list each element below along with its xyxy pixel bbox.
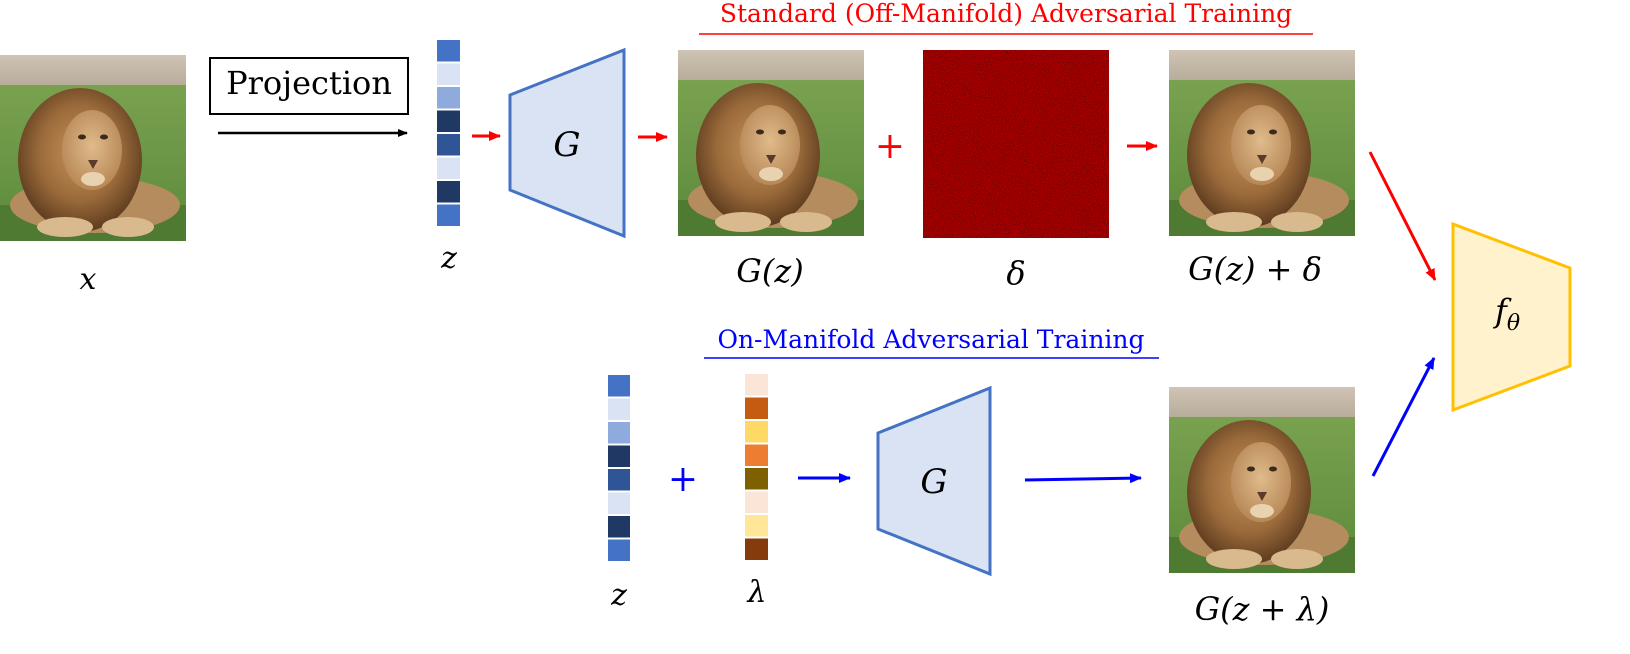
latent-z-top-cell-8 xyxy=(437,204,460,226)
latent-z-top xyxy=(437,40,460,226)
classifier-f-theta xyxy=(1451,221,1572,413)
projection-box xyxy=(209,57,409,115)
latent-lambda-cell-5 xyxy=(745,468,768,490)
latent-z-bottom-cell-1 xyxy=(608,375,630,397)
latent-z-bottom-cell-2 xyxy=(608,398,630,420)
generator-bottom xyxy=(876,385,992,577)
title-on-manifold: On-Manifold Adversarial Training xyxy=(717,325,1144,354)
perturbation-delta-image xyxy=(923,50,1109,238)
latent-z-bottom-cell-8 xyxy=(608,539,630,561)
latent-lambda-cell-4 xyxy=(745,444,768,466)
latent-z-top-cell-1 xyxy=(437,40,460,62)
latent-lambda-cell-2 xyxy=(745,397,768,419)
label-lambda: λ xyxy=(746,575,766,610)
arrow-g-to-gz-plus-lambda xyxy=(1024,473,1142,484)
latent-z-bottom-cell-5 xyxy=(608,469,630,491)
latent-lambda-cell-1 xyxy=(745,374,768,396)
latent-z-bottom xyxy=(608,375,630,561)
plus-top: + xyxy=(875,126,905,167)
latent-lambda-cell-8 xyxy=(745,538,768,560)
label-z-top: z xyxy=(440,241,457,276)
latent-z-top-cell-2 xyxy=(437,63,460,85)
generator-top-label: G xyxy=(553,125,580,165)
image-gz-plus-lambda xyxy=(1169,387,1355,573)
generator-bottom-label: G xyxy=(920,462,947,502)
latent-z-top-cell-4 xyxy=(437,110,460,132)
title-standard: Standard (Off-Manifold) Adversarial Trai… xyxy=(720,0,1292,28)
label-z-bottom: z xyxy=(610,578,627,613)
latent-z-top-cell-6 xyxy=(437,157,460,179)
latent-z-bottom-cell-3 xyxy=(608,422,630,444)
latent-lambda xyxy=(745,374,768,560)
image-gz-plus-delta xyxy=(1169,50,1355,236)
latent-z-top-cell-7 xyxy=(437,181,460,203)
label-gz: G(z) xyxy=(736,252,803,290)
latent-z-bottom-cell-4 xyxy=(608,445,630,467)
label-gz-plus-lambda: G(z + λ) xyxy=(1195,590,1330,628)
label-gz-plus-delta: G(z) + δ xyxy=(1188,250,1322,288)
latent-z-bottom-cell-7 xyxy=(608,516,630,538)
label-x: x xyxy=(80,262,97,297)
plus-bottom: + xyxy=(668,459,698,500)
latent-z-bottom-cell-6 xyxy=(608,492,630,514)
latent-z-top-cell-5 xyxy=(437,134,460,156)
latent-lambda-cell-3 xyxy=(745,421,768,443)
arrow-on-manifold-to-classifier xyxy=(1371,357,1436,477)
image-gz xyxy=(678,50,864,236)
latent-z-top-cell-3 xyxy=(437,87,460,109)
generator-top xyxy=(508,47,626,239)
projection-label: Projection xyxy=(226,64,392,102)
latent-lambda-cell-7 xyxy=(745,515,768,537)
classifier-label-sub: θ xyxy=(1507,311,1520,336)
input-image-x xyxy=(0,55,186,241)
arrow-standard-to-classifier xyxy=(1368,151,1437,281)
label-delta: δ xyxy=(1006,254,1025,292)
latent-lambda-cell-6 xyxy=(745,491,768,513)
